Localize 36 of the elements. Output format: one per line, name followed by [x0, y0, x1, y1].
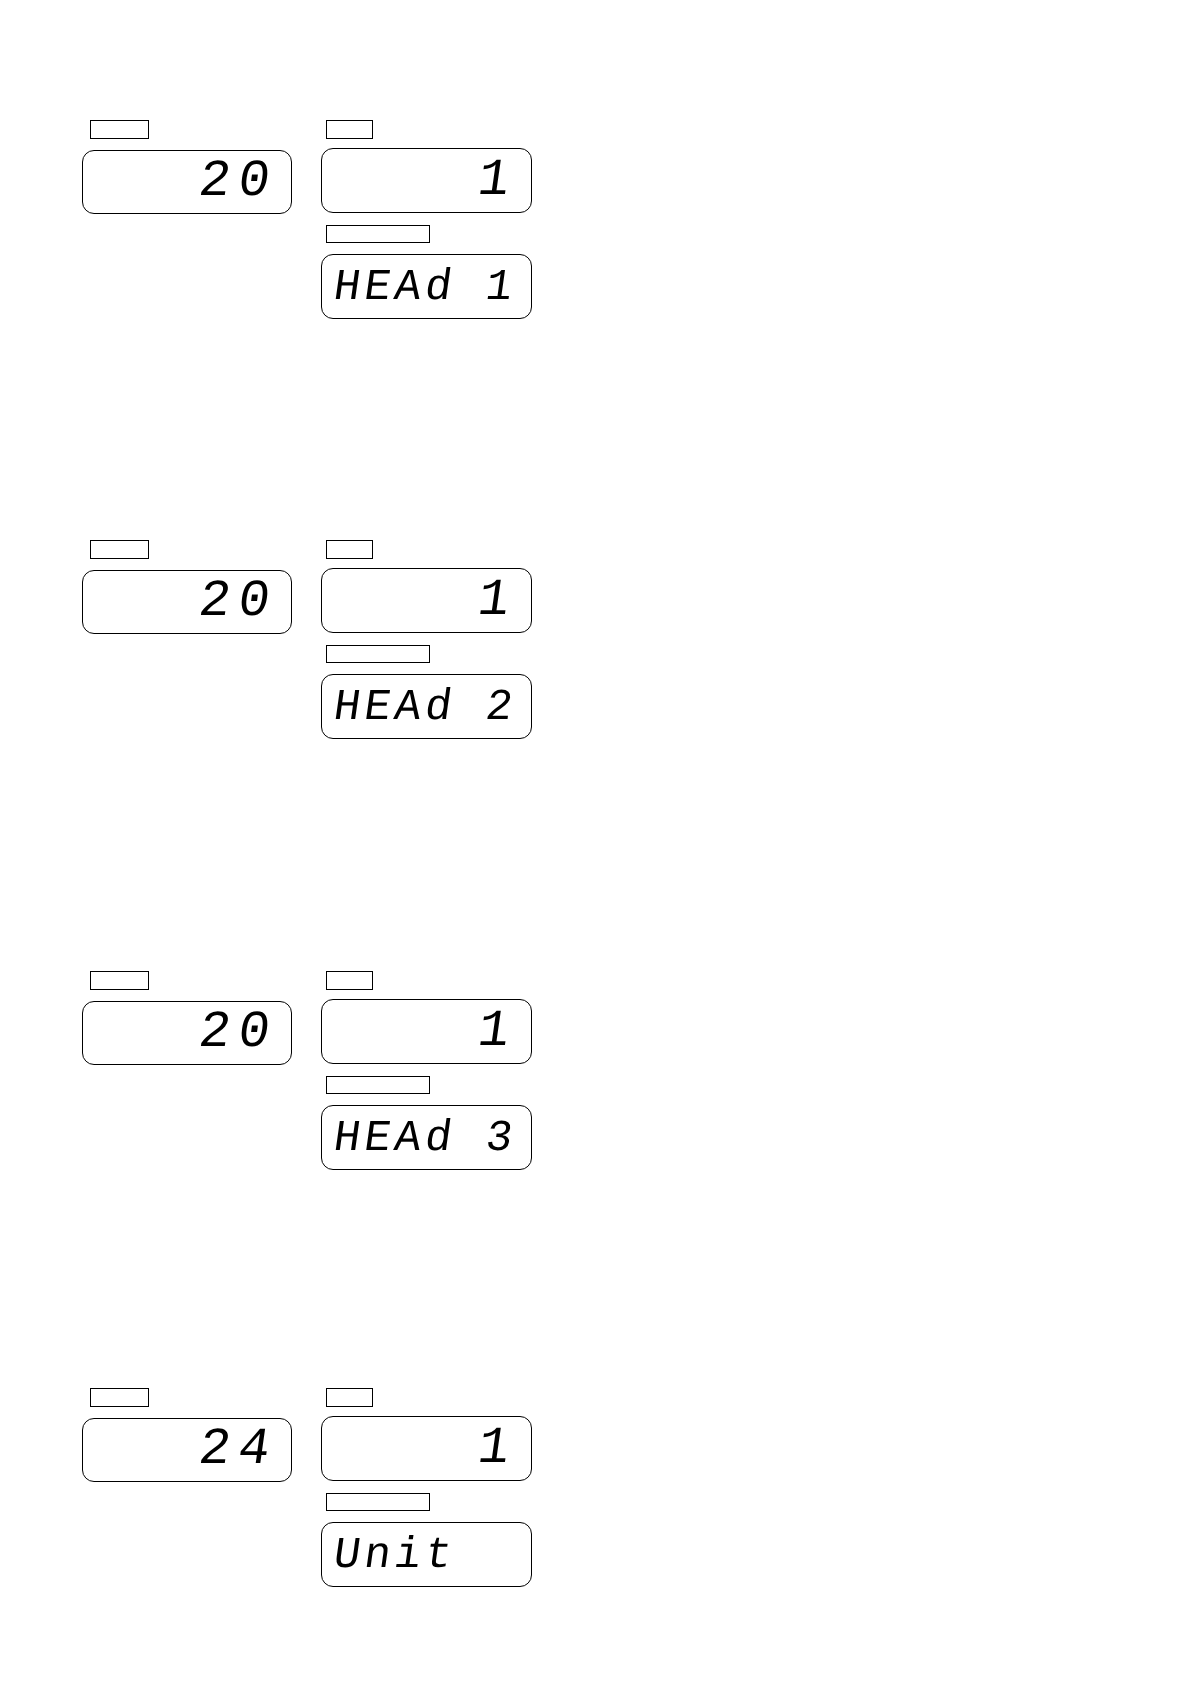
display-readout: 1: [474, 574, 521, 627]
display-readout: 1: [474, 1422, 521, 1475]
label-box: [326, 645, 430, 663]
label-box: [90, 971, 149, 990]
lcd-display: [321, 1522, 532, 1587]
display-readout: 1: [474, 1005, 521, 1058]
label-box: [326, 1076, 430, 1094]
label-box: [326, 1388, 373, 1407]
lcd-display: [321, 1105, 532, 1170]
lcd-display: [82, 1001, 292, 1065]
lcd-display: [321, 674, 532, 739]
lcd-display: [321, 254, 532, 319]
lcd-display: [321, 568, 532, 633]
label-box: [326, 971, 373, 990]
display-readout: HEAd 2: [330, 684, 520, 729]
lcd-display: [82, 1418, 292, 1482]
lcd-display: [321, 1416, 532, 1481]
lcd-display: [321, 148, 532, 213]
label-box: [326, 120, 373, 139]
label-box: [326, 1493, 430, 1511]
display-readout: 1: [474, 154, 521, 207]
display-readout: 20: [194, 1007, 281, 1059]
lcd-display: [321, 999, 532, 1064]
lcd-display: [82, 150, 292, 214]
label-box: [90, 540, 149, 559]
display-readout: 24: [194, 1424, 281, 1476]
display-readout: Unit: [330, 1532, 459, 1577]
label-box: [90, 120, 149, 139]
display-readout: HEAd 1: [330, 264, 520, 309]
label-box: [90, 1388, 149, 1407]
label-box: [326, 225, 430, 243]
display-readout: HEAd 3: [330, 1115, 520, 1160]
display-readout: 20: [194, 156, 281, 208]
label-box: [326, 540, 373, 559]
lcd-display: [82, 570, 292, 634]
display-readout: 20: [194, 576, 281, 628]
